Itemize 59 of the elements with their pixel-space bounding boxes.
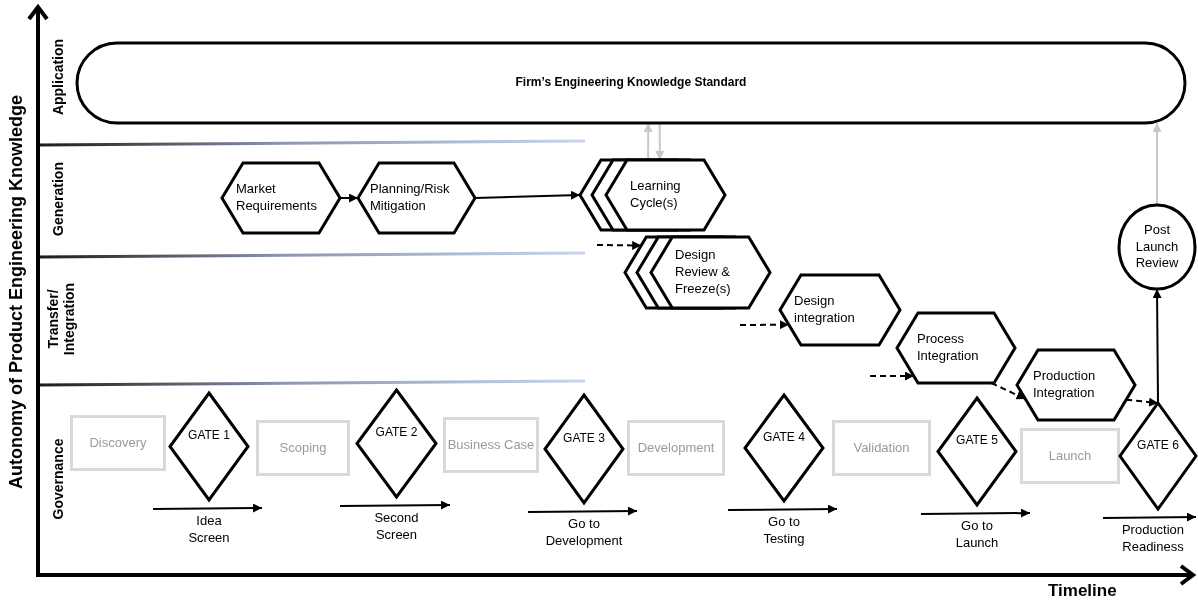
arrow bbox=[474, 190, 581, 200]
node-label: Post Launch Review bbox=[1134, 221, 1180, 273]
node-label: Validation bbox=[853, 439, 910, 457]
dashed-arrow bbox=[739, 320, 790, 330]
gate-caption: Idea Screen bbox=[187, 513, 231, 547]
process-hexagon bbox=[222, 163, 340, 233]
lane-label: Governance bbox=[49, 438, 67, 520]
gate-caption: Production Readiness bbox=[1120, 522, 1186, 556]
lane-label: Application bbox=[49, 38, 67, 116]
axis-title: Autonomy of Product Engineering Knowledge bbox=[5, 95, 27, 489]
stage-box bbox=[627, 420, 725, 476]
gate-diamond bbox=[745, 395, 823, 501]
arrow bbox=[1152, 288, 1162, 404]
node-label: Firm’s Engineering Knowledge Standard bbox=[515, 75, 747, 91]
gate-diamond bbox=[1120, 403, 1196, 509]
gate-caption: Second Screen bbox=[373, 510, 420, 544]
rounded-banner bbox=[77, 43, 1185, 123]
axis-title: Timeline bbox=[1048, 581, 1117, 601]
process-hexagon bbox=[897, 313, 1015, 383]
node-label: Learning Cycle(s) bbox=[630, 178, 682, 212]
dashed-arrow bbox=[869, 371, 915, 381]
node-label: GATE 6 bbox=[1137, 437, 1179, 454]
process-hexagon bbox=[1017, 350, 1135, 420]
node-label: Discovery bbox=[89, 434, 147, 452]
gate-caption: Go to Launch bbox=[954, 518, 1000, 552]
node-label: Development bbox=[637, 439, 715, 457]
arrow bbox=[339, 193, 359, 203]
stage-box bbox=[70, 415, 166, 471]
gate-diamond bbox=[357, 390, 436, 497]
stacked-hexagon bbox=[625, 237, 770, 308]
lane-label: Generation bbox=[49, 162, 67, 236]
node-label: Scoping bbox=[279, 439, 327, 457]
gate-caption: Go to Testing bbox=[762, 514, 806, 548]
node-label: Launch bbox=[1048, 447, 1092, 465]
node-label: GATE 2 bbox=[375, 425, 418, 441]
node-label: Design Review & Freeze(s) bbox=[675, 247, 732, 298]
gate-diamond bbox=[938, 398, 1016, 505]
node-label: GATE 4 bbox=[763, 429, 805, 446]
node-label: Design integration bbox=[794, 293, 856, 327]
stacked-hexagon bbox=[580, 160, 725, 230]
process-hexagon bbox=[358, 163, 475, 233]
node-label: Process Integration bbox=[917, 331, 980, 365]
node-label: Planning/Risk Mitigation bbox=[370, 181, 451, 215]
stage-box bbox=[256, 420, 350, 476]
gate-diamond bbox=[545, 395, 623, 503]
node-label: GATE 5 bbox=[956, 433, 998, 449]
gate-caption: Go to Development bbox=[544, 516, 624, 550]
review-circle bbox=[1119, 205, 1195, 289]
gate-diamond bbox=[170, 393, 248, 500]
node-label: Production Integration bbox=[1033, 368, 1097, 402]
stage-box bbox=[832, 420, 931, 476]
node-label: Market Requirements bbox=[236, 181, 318, 215]
process-hexagon bbox=[780, 275, 900, 345]
lane-label: Transfer/ Integration bbox=[44, 281, 78, 358]
stage-box bbox=[1020, 428, 1120, 484]
stage-box bbox=[443, 417, 539, 473]
node-label: Business Case bbox=[447, 436, 535, 454]
node-label: GATE 1 bbox=[188, 428, 230, 444]
node-label: GATE 3 bbox=[563, 430, 605, 447]
